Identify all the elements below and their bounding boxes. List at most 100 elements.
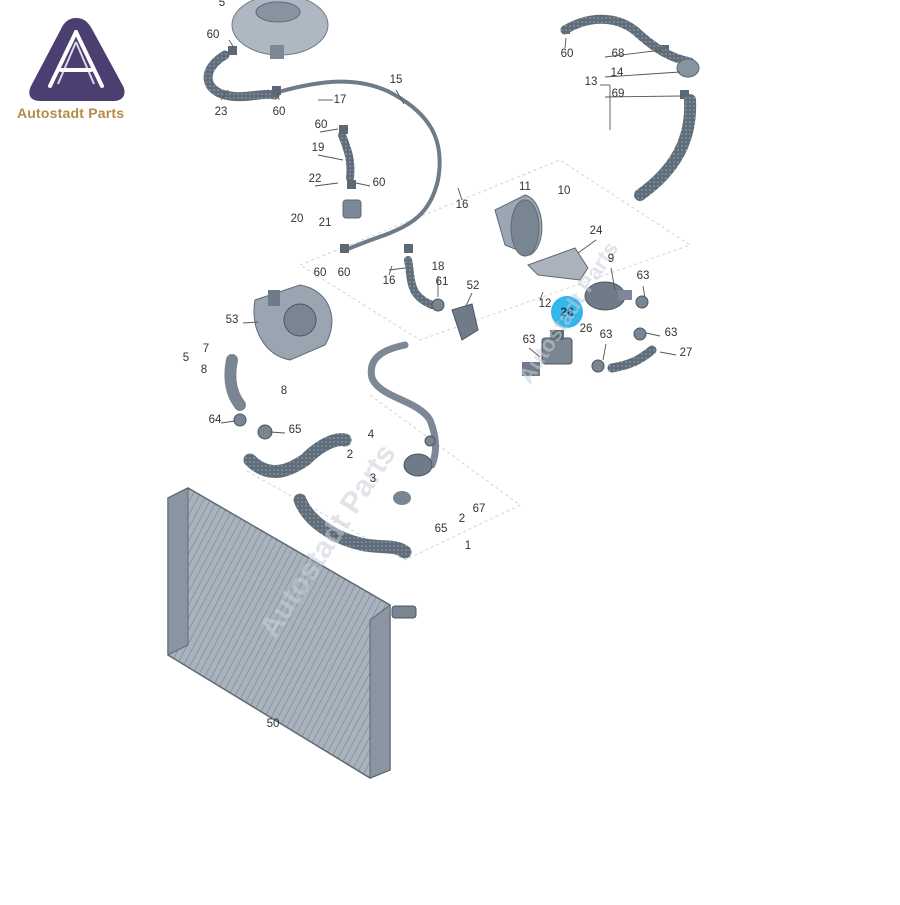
callout-3: 3: [370, 473, 376, 485]
assembly-outline: [244, 159, 692, 561]
sensor-52: [451, 303, 479, 341]
callout-60: 60: [273, 106, 286, 118]
callout-10: 10: [558, 185, 571, 197]
leader-line: [220, 89, 229, 101]
logo-icon: [29, 18, 125, 101]
hose-13: [560, 14, 700, 201]
callout-24: 24: [590, 225, 603, 237]
callout-61: 61: [436, 276, 449, 288]
callout-68: 68: [612, 48, 625, 60]
callout-4: 4: [368, 429, 375, 441]
callout-1: 1: [465, 540, 471, 552]
callout-60: 60: [561, 48, 574, 60]
callout-26: 26: [580, 323, 593, 335]
highlight-marker[interactable]: 28: [551, 296, 583, 328]
leader-line: [564, 37, 567, 49]
callout-63: 63: [523, 334, 536, 346]
leader-line: [659, 351, 677, 356]
radiator-50: [167, 487, 417, 779]
pump-housing-53: [253, 284, 333, 361]
component-11: [494, 194, 543, 257]
leader-line: [528, 347, 541, 358]
clamps: [233, 295, 649, 447]
leader-line: [539, 291, 544, 301]
callout-23: 23: [215, 106, 228, 118]
callout-63: 63: [665, 327, 678, 339]
callout-63: 63: [600, 329, 613, 341]
leader-line: [220, 420, 236, 424]
leader-line: [228, 39, 235, 49]
callout-8: 8: [201, 364, 207, 376]
callout-21: 21: [319, 217, 332, 229]
callout-11: 11: [519, 181, 531, 193]
callout-8: 8: [281, 385, 287, 397]
leader-line: [602, 343, 607, 361]
brand-name: Autostadt Parts: [17, 105, 125, 121]
connector-2: [393, 453, 433, 505]
leader-line: [314, 182, 339, 187]
callout-7: 7: [203, 343, 209, 355]
callout-53: 53: [226, 314, 239, 326]
callout-65: 65: [435, 523, 448, 535]
callout-22: 22: [309, 173, 322, 185]
leader-line: [465, 292, 473, 307]
callout-5: 5: [183, 352, 189, 364]
callout-60: 60: [207, 29, 220, 41]
callout-69: 69: [612, 88, 625, 100]
logo: [14, 12, 139, 124]
valve-28: [522, 330, 573, 376]
leader-line: [645, 332, 661, 337]
thermostat-housing: [342, 199, 362, 219]
hose-19: [338, 131, 355, 182]
leader-line: [388, 267, 406, 271]
callout-63: 63: [637, 270, 650, 282]
leader-line: [610, 267, 616, 291]
expansion-tank: [231, 0, 329, 59]
callout-2: 2: [347, 449, 353, 461]
callout-16: 16: [456, 199, 469, 211]
leader-line: [395, 89, 405, 105]
leader-line: [242, 321, 259, 324]
hose-18: [404, 256, 436, 309]
callout-19: 19: [312, 142, 325, 154]
leader-line: [269, 431, 286, 434]
leader-line: [277, 91, 280, 101]
callout-14: 14: [611, 67, 624, 79]
callout-5: 5: [219, 0, 225, 9]
callout-60: 60: [315, 119, 328, 131]
leader-line: [642, 285, 646, 299]
callout-60: 60: [338, 267, 351, 279]
leader-line: [457, 187, 463, 201]
leader-line: [577, 239, 597, 254]
leader-line: [388, 265, 393, 276]
callout-12: 12: [539, 298, 552, 310]
leader-line: [317, 154, 344, 161]
callout-64: 64: [209, 414, 222, 426]
hose-65: [243, 433, 412, 559]
callout-9: 9: [608, 253, 614, 265]
callout-13: 13: [585, 76, 598, 88]
highlight-label: 28: [560, 305, 574, 319]
callout-65: 65: [289, 424, 302, 436]
callout-2: 2: [459, 513, 465, 525]
callout-60: 60: [314, 267, 327, 279]
callout-50: 50: [267, 718, 280, 730]
leader-line: [319, 128, 339, 133]
hose-23: [203, 50, 280, 102]
callout-67: 67: [473, 503, 486, 515]
leader-line: [604, 95, 683, 98]
bracket-24: [527, 247, 589, 281]
hose-27: [607, 345, 657, 373]
leader-line: [604, 71, 681, 78]
pipe-middle: [367, 341, 439, 469]
callout-52: 52: [467, 280, 480, 292]
leader-line: [355, 182, 371, 187]
callout-18: 18: [432, 261, 445, 273]
callout-16: 16: [383, 275, 396, 287]
elbow-5: [224, 354, 246, 411]
leader-line: [604, 49, 663, 58]
callout-17: 17: [334, 94, 347, 106]
